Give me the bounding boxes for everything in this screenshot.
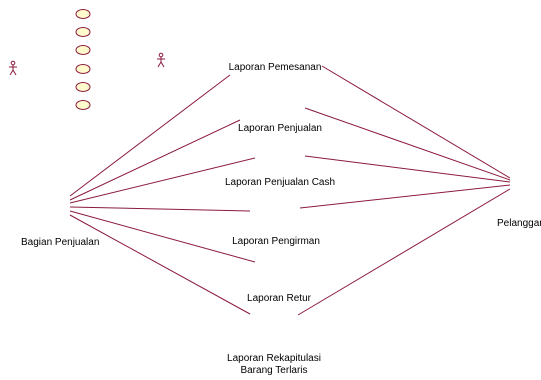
associations-pelanggan: [297, 65, 511, 316]
usecase-label-laporan-rekapitulasi: Laporan Rekapitulasi Barang Terlaris: [227, 353, 321, 376]
association-line: [304, 155, 511, 183]
association-line: [304, 107, 511, 181]
association-line: [69, 119, 241, 201]
association-line: [299, 184, 511, 209]
association-line: [321, 65, 511, 179]
usecase-label-laporan-pemesanan: Laporan Pemesanan: [228, 62, 322, 73]
ellipse-icon: [75, 64, 91, 74]
association-line: [69, 214, 251, 315]
association-line: [297, 188, 511, 316]
usecase-label-laporan-penjualan-cash: Laporan Penjualan Cash: [224, 177, 336, 188]
usecase-label-laporan-penjualan: Laporan Penjualan: [238, 123, 322, 134]
ellipse-icon: [75, 82, 91, 92]
association-line: [69, 210, 256, 263]
actor-label-pelanggan: Pelanggan: [497, 218, 541, 229]
associations-bagian-penjualan: [69, 74, 256, 315]
ellipse-icon: [75, 45, 91, 55]
association-line: [69, 157, 256, 204]
ellipse-icon: [75, 100, 91, 110]
ellipse-icon: [75, 27, 91, 37]
association-line: [69, 74, 231, 197]
stick-figure-icon: [157, 52, 165, 68]
ellipse-icon: [75, 9, 91, 19]
usecase-label-laporan-retur: Laporan Retur: [247, 293, 311, 304]
association-line: [69, 206, 251, 212]
usecase-label-laporan-pengirman: Laporan Pengirman: [232, 236, 320, 247]
stick-figure-icon: [9, 60, 17, 76]
usecase-ellipse-stack: [75, 9, 91, 110]
actor-label-bagian-penjualan: Bagian Penjualan: [21, 237, 100, 248]
